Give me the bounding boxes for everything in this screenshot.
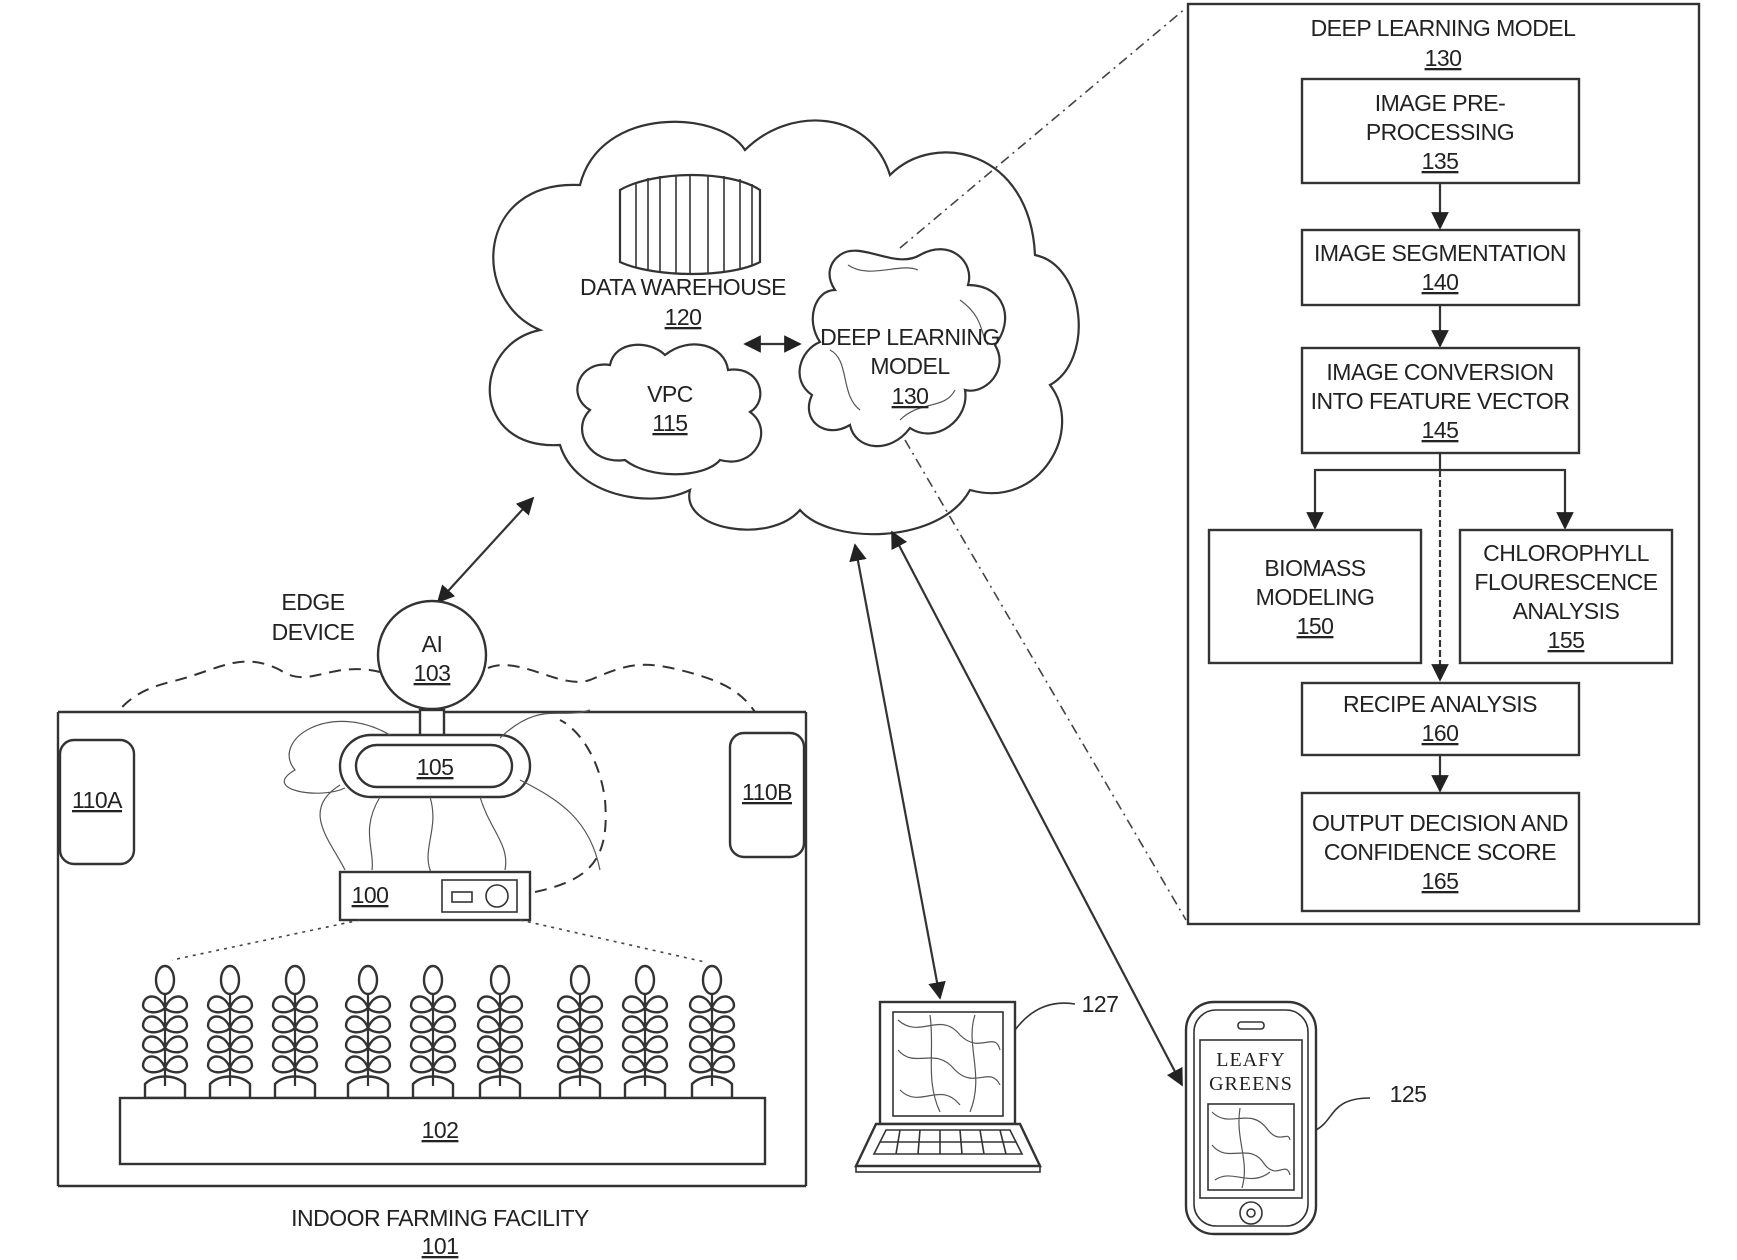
ai-label: AI bbox=[422, 631, 443, 657]
step-chlorophyll-ref: 155 bbox=[1548, 627, 1585, 653]
deep-learning-ref: 130 bbox=[892, 383, 929, 409]
indoor-farming-facility: 110A 110B 105 100 102 bbox=[58, 710, 806, 1186]
step-chlorophyll-line3: ANALYSIS bbox=[1513, 598, 1620, 624]
deep-learning-model-panel: DEEP LEARNING MODEL 130 IMAGE PRE- PROCE… bbox=[1188, 4, 1699, 924]
step-chlorophyll-line2: FLOURESCENCE bbox=[1474, 569, 1657, 595]
phone-125: LEAFY GREENS bbox=[1186, 1002, 1316, 1234]
growing-bed-ref: 102 bbox=[422, 1117, 459, 1143]
step-biomass-ref: 150 bbox=[1297, 613, 1334, 639]
model-panel-title: DEEP LEARNING MODEL bbox=[1311, 15, 1577, 41]
camera-mount bbox=[420, 710, 444, 736]
step-conversion-line2: INTO FEATURE VECTOR bbox=[1311, 388, 1570, 414]
step-conversion-ref: 145 bbox=[1422, 417, 1459, 443]
step-chlorophyll-line1: CHLOROPHYLL bbox=[1483, 540, 1649, 566]
sensor-110a-label: 110A bbox=[72, 787, 123, 813]
step-preprocessing-line2: PROCESSING bbox=[1366, 119, 1514, 145]
laptop-ref: 127 bbox=[1082, 991, 1119, 1017]
step-segmentation-line1: IMAGE SEGMENTATION bbox=[1314, 240, 1566, 266]
callout-line-top bbox=[900, 8, 1186, 248]
laptop-leader bbox=[1015, 1003, 1075, 1030]
step-recipe-ref: 160 bbox=[1422, 720, 1459, 746]
facility-ref: 101 bbox=[422, 1233, 459, 1259]
phone-leader bbox=[1316, 1098, 1370, 1130]
step-preprocessing-ref: 135 bbox=[1422, 148, 1459, 174]
step-biomass-line2: MODELING bbox=[1256, 584, 1375, 610]
step-preprocessing-line1: IMAGE PRE- bbox=[1375, 90, 1505, 116]
phone-ref: 125 bbox=[1390, 1081, 1427, 1107]
camera-105-ref: 105 bbox=[417, 754, 454, 780]
data-warehouse-ref: 120 bbox=[665, 304, 702, 330]
data-warehouse-icon bbox=[620, 175, 760, 274]
controller-100-ref: 100 bbox=[352, 882, 389, 908]
edge-device-line1: EDGE bbox=[281, 589, 344, 615]
cloud-platform: DATA WAREHOUSE 120 VPC 115 DEEP LEARNING… bbox=[490, 120, 1079, 534]
laptop-127 bbox=[856, 1002, 1040, 1172]
phone-screen-line1: LEAFY bbox=[1216, 1049, 1285, 1071]
step-output-line2: CONFIDENCE SCORE bbox=[1324, 839, 1556, 865]
deep-learning-line2: MODEL bbox=[870, 353, 950, 379]
deep-learning-line1: DEEP LEARNING bbox=[820, 324, 1000, 350]
data-warehouse-label: DATA WAREHOUSE bbox=[580, 274, 786, 300]
step-output-ref: 165 bbox=[1422, 868, 1459, 894]
vpc-ref: 115 bbox=[652, 410, 687, 436]
step-recipe-line1: RECIPE ANALYSIS bbox=[1343, 691, 1537, 717]
cloud-edge-arrow bbox=[438, 498, 533, 602]
edge-device-line2: DEVICE bbox=[272, 619, 355, 645]
model-panel-title-ref: 130 bbox=[1425, 45, 1462, 71]
phone-screen-line2: GREENS bbox=[1209, 1073, 1293, 1095]
facility-label: INDOOR FARMING FACILITY bbox=[291, 1205, 589, 1231]
step-biomass-line1: BIOMASS bbox=[1264, 555, 1365, 581]
callout-line-bottom bbox=[905, 440, 1186, 920]
ai-ref: 103 bbox=[414, 660, 451, 686]
step-segmentation-ref: 140 bbox=[1422, 269, 1459, 295]
vpc-label: VPC bbox=[647, 381, 693, 407]
cloud-laptop-arrow bbox=[855, 545, 940, 998]
sensor-110b-label: 110B bbox=[742, 779, 792, 805]
step-output-line1: OUTPUT DECISION AND bbox=[1312, 810, 1568, 836]
step-conversion-line1: IMAGE CONVERSION bbox=[1326, 359, 1553, 385]
wireless-link-right bbox=[488, 665, 755, 712]
